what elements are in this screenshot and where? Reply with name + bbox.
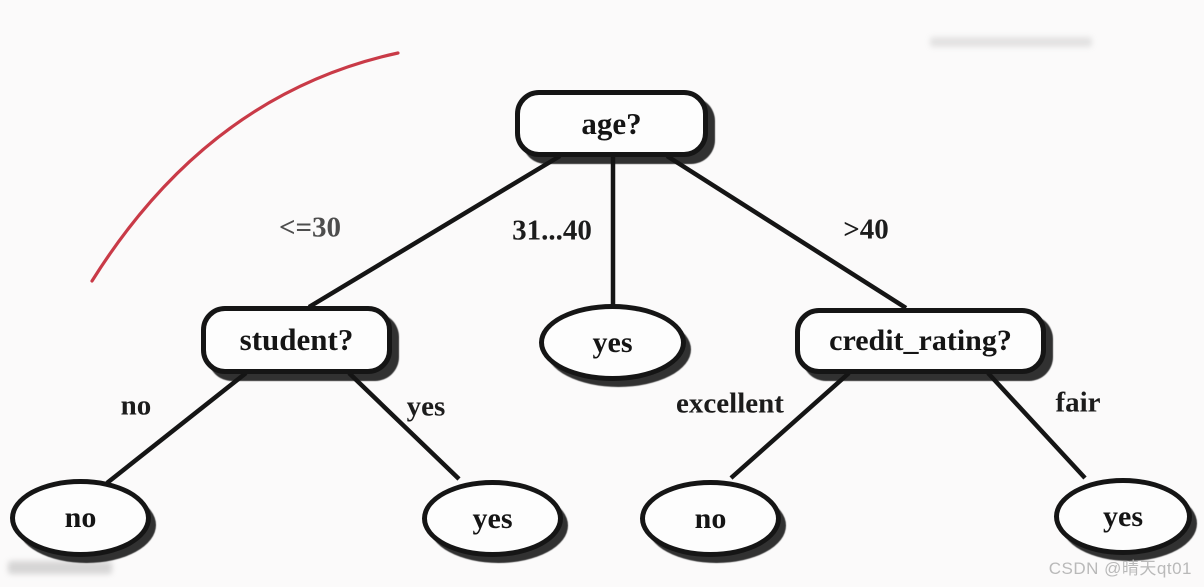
red-annotation-arc [90, 51, 400, 283]
edge-age-creditrating [665, 154, 908, 310]
leaf-yes-right: yes [1054, 478, 1192, 555]
csdn-watermark: CSDN @晴天qt01 [1048, 559, 1192, 578]
node-student: student? [201, 306, 392, 374]
node-age-label: age? [581, 105, 642, 141]
branch-label-le-30: <=30 [278, 211, 342, 244]
leaf-yes-left-label: yes [472, 501, 513, 535]
branch-label-fair: fair [1055, 386, 1101, 419]
edge-creditrating-no [729, 371, 851, 480]
node-credit-rating-label: credit_rating? [829, 324, 1012, 357]
leaf-yes-middle: yes [539, 304, 686, 381]
leaf-no-right: no [640, 480, 781, 557]
leaf-yes-middle-label: yes [592, 325, 633, 359]
leaf-yes-right-label: yes [1103, 499, 1143, 533]
leaf-no-left-label: no [64, 501, 97, 534]
branch-label-excellent: excellent [676, 387, 784, 420]
leaf-no-right-label: no [694, 501, 727, 535]
edge-creditrating-yes [986, 371, 1087, 480]
branch-label-yes: yes [406, 390, 446, 423]
branch-label-no: no [120, 389, 152, 422]
faint-watermark-smudge-top-right [930, 37, 1092, 47]
node-student-label: student? [239, 322, 354, 357]
branch-label-gt-40: >40 [843, 213, 889, 246]
node-credit-rating: credit_rating? [795, 308, 1046, 374]
edge-age-student [307, 154, 562, 309]
edge-student-yes [347, 371, 461, 481]
leaf-yes-left: yes [422, 480, 563, 557]
leaf-no-left: no [10, 479, 151, 557]
branch-label-31-40: 31...40 [512, 214, 592, 247]
edge-student-no [105, 371, 248, 485]
node-age: age? [515, 90, 708, 157]
faint-watermark-smudge-bottom-left [8, 561, 112, 574]
